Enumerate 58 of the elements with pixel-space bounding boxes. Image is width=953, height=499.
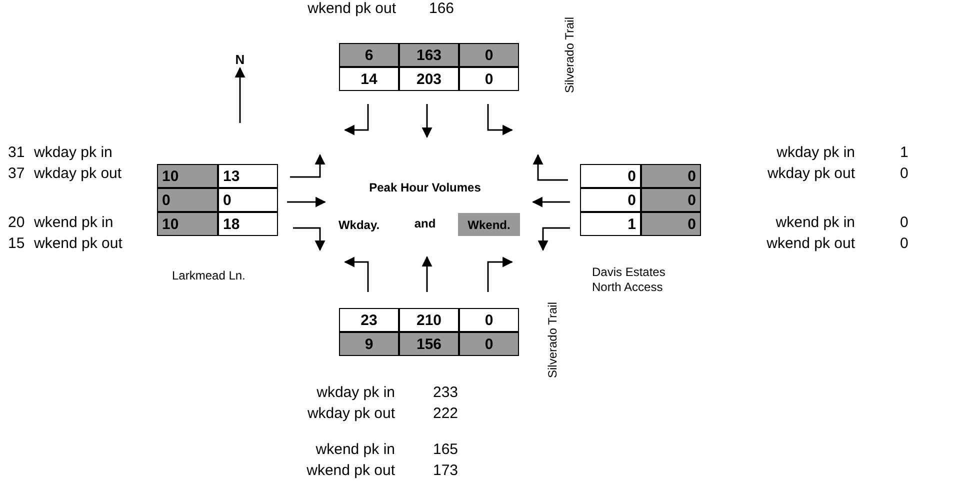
volume-total: wkday pk out — [307, 406, 395, 422]
volume-cell: 0 — [580, 164, 641, 188]
street-name: Silverado Trail — [562, 16, 578, 94]
volume-label: wkend pk in — [776, 214, 855, 232]
volume-cell: 0 — [459, 332, 519, 356]
volume-cell: 0 — [459, 308, 519, 332]
volume-label: wkend pk out — [34, 236, 122, 252]
volume-label: wkend pk out — [308, 0, 396, 18]
volume-total: wkend pk in — [316, 442, 395, 458]
volume-total: wkend pk out — [306, 462, 395, 480]
volume-cell: 163 — [399, 43, 459, 67]
volume-cell: 14 — [339, 67, 399, 91]
volume-cell: 13 — [218, 164, 278, 188]
volume-label: 233 — [433, 384, 458, 402]
volume-cell: 6 — [339, 43, 399, 67]
volume-cell: 10 — [157, 164, 218, 188]
north-label: N — [235, 52, 245, 68]
volume-cell: 18 — [218, 212, 278, 236]
volume-label: 165 — [433, 442, 458, 458]
volume-label: wkday pk in — [34, 144, 112, 162]
volume-label: wkend pk in — [34, 214, 114, 232]
volume-label: wkday pk out — [767, 166, 855, 182]
legend-text: and — [414, 217, 436, 231]
volume-total: 20 — [8, 214, 25, 232]
volume-cell: 0 — [459, 43, 519, 67]
volume-cell: 0 — [459, 67, 519, 91]
volume-label: wkday pk out — [34, 166, 122, 182]
volume-cell: 1 — [580, 212, 641, 236]
volume-label: wkday pk in — [776, 144, 855, 162]
volume-label: 222 — [433, 406, 458, 422]
legend-swatch: Wkend. — [458, 213, 520, 236]
volume-cell: 210 — [399, 308, 459, 332]
volume-cell: 0 — [641, 188, 701, 212]
volume-total: 166 — [429, 0, 454, 18]
volume-cell: 0 — [641, 164, 701, 188]
volume-cell: 0 — [580, 188, 641, 212]
volume-total: 0 — [900, 166, 908, 182]
street-name: Silverado Trail — [546, 302, 560, 378]
volume-total: 1 — [900, 144, 908, 162]
volume-cell: 9 — [339, 332, 399, 356]
volume-cell: 0 — [218, 188, 278, 212]
volume-label: wkend pk out — [766, 236, 855, 252]
volume-total: 0 — [900, 214, 908, 232]
volume-total: 31 — [8, 144, 25, 162]
volume-cell: 0 — [641, 212, 701, 236]
volume-cell: 156 — [399, 332, 459, 356]
volume-total: 0 — [900, 236, 908, 252]
volume-cell: 23 — [339, 308, 399, 332]
title: Peak Hour Volumes — [369, 181, 481, 195]
volume-total: wkday pk in — [316, 384, 395, 402]
volume-total: 37 — [8, 166, 25, 182]
volume-cell: 203 — [399, 67, 459, 91]
street-name: Larkmead Ln. — [172, 268, 246, 284]
volume-cell: 0 — [157, 188, 218, 212]
volume-label: 173 — [433, 462, 458, 480]
volume-total: 15 — [8, 236, 25, 252]
volume-cell: 10 — [157, 212, 218, 236]
street-name: Davis Estates North Access — [592, 265, 666, 295]
